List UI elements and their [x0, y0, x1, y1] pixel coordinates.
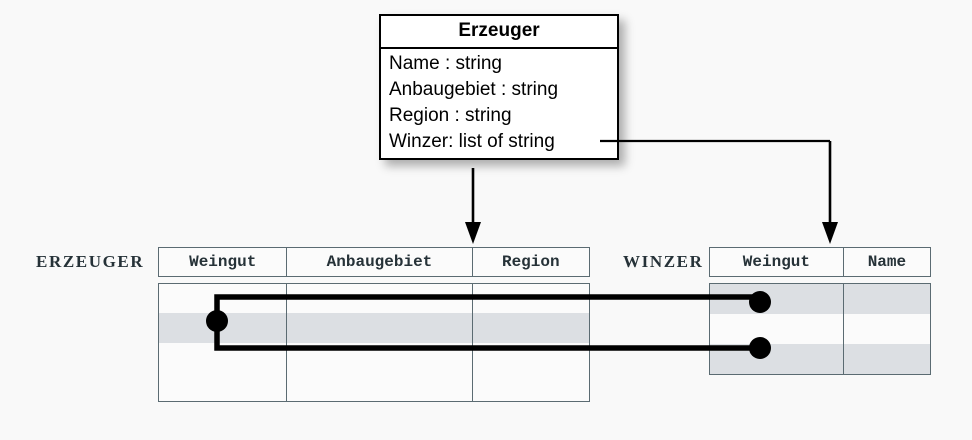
- arrow-class-to-erzeuger: [465, 168, 481, 244]
- arrow-winzer-attribute-to-winzer-table: [600, 139, 838, 244]
- table-row: [159, 313, 589, 343]
- table-label-winzer: WINZER: [623, 252, 704, 271]
- table-row: [159, 342, 589, 372]
- column-header: Region: [501, 253, 560, 271]
- table-row: [710, 344, 930, 374]
- uml-attribute-list: Name : string Anbaugebiet : string Regio…: [381, 49, 617, 158]
- table-row: [159, 371, 589, 401]
- table-cell: [287, 371, 473, 401]
- uml-attribute: Name : string: [389, 53, 502, 74]
- table-cell: [710, 314, 844, 344]
- table-cell: [710, 344, 844, 374]
- column-header: Anbaugebiet: [287, 248, 473, 276]
- table-label-erzeuger: ERZEUGER: [36, 252, 145, 271]
- table-row: [710, 314, 930, 344]
- table-cell: [710, 284, 844, 314]
- table-row: [710, 284, 930, 314]
- table-cell: [473, 313, 589, 342]
- table-cell: [287, 313, 473, 343]
- table-cell: [159, 284, 288, 314]
- uml-class-title: Erzeuger: [381, 16, 617, 49]
- table-cell: [844, 344, 930, 374]
- table-cell: [473, 372, 589, 401]
- table-body-erzeuger: [158, 283, 590, 402]
- column-header: Weingut: [710, 248, 844, 276]
- uml-class-box-erzeuger: Erzeuger Name : string Anbaugebiet : str…: [379, 14, 619, 160]
- table-cell: [844, 284, 930, 314]
- table-cell: [844, 314, 930, 344]
- uml-attribute: Winzer: list of string: [389, 131, 555, 152]
- table-cell: [159, 342, 288, 372]
- table-cell: [473, 284, 589, 313]
- column-header: Weingut: [159, 248, 288, 276]
- table-cell: [287, 342, 473, 372]
- column-header: Name: [867, 253, 907, 271]
- table-cell: [159, 371, 288, 401]
- table-row: [159, 284, 589, 314]
- table-cell: [473, 343, 589, 372]
- table-body-winzer: [709, 283, 931, 375]
- table-header-erzeuger: Weingut Anbaugebiet Region: [158, 247, 590, 277]
- uml-attribute: Anbaugebiet : string: [389, 79, 559, 100]
- table-cell: [287, 284, 473, 314]
- table-header-winzer: Weingut Name: [709, 247, 931, 277]
- table-cell: [159, 313, 288, 343]
- uml-attribute: Region : string: [389, 105, 512, 126]
